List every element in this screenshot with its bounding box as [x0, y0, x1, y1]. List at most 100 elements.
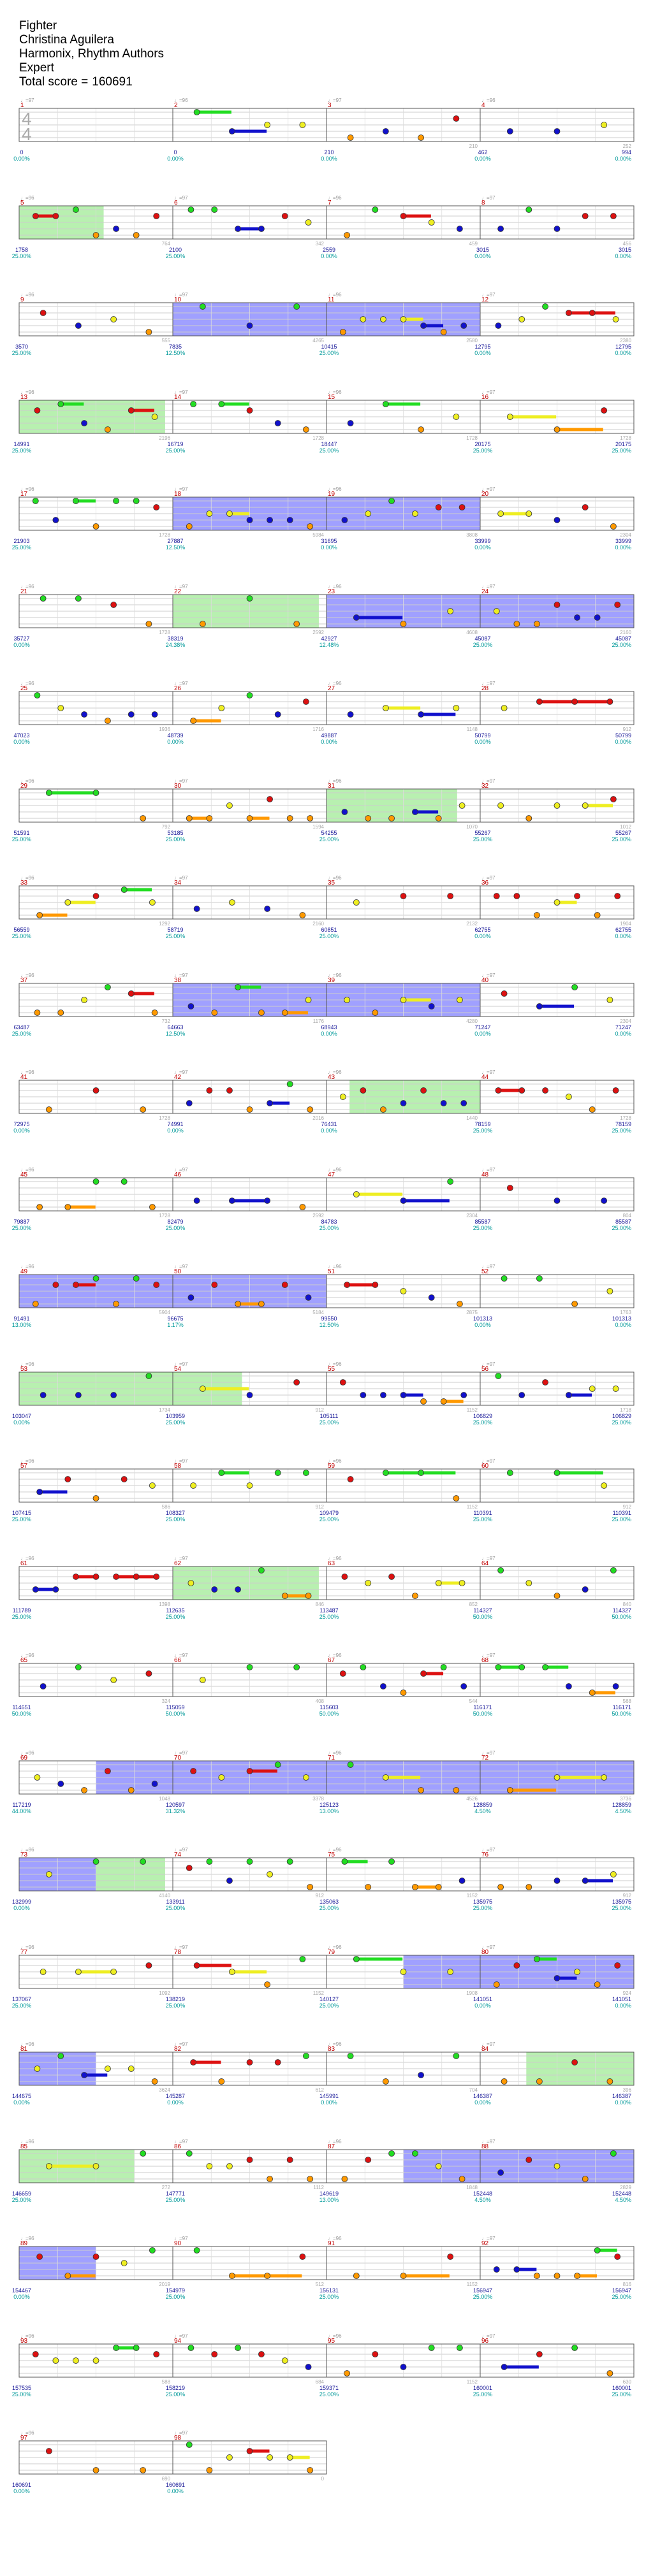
sustain-tail — [539, 700, 575, 704]
note-gem — [412, 1592, 418, 1599]
measure-score: 149619 — [319, 2190, 339, 2197]
tempo-marker: ♩=96 — [20, 584, 34, 590]
note-gem — [506, 1184, 513, 1191]
artist-name: Christina Aguilera — [19, 33, 114, 47]
note-gem — [281, 2357, 288, 2364]
sustain-tail — [403, 317, 423, 321]
note-gem — [571, 1301, 578, 1307]
system-end-percent: 25.00% — [612, 642, 631, 648]
system-end-score: 12795 — [615, 344, 631, 350]
measure-gain: 912 — [623, 727, 632, 732]
note-gem — [36, 1203, 43, 1210]
staff-border — [18, 400, 635, 433]
note-gem — [128, 407, 135, 414]
note-gem — [365, 1579, 372, 1586]
staff-border — [18, 2051, 635, 2086]
measure-score: 462 — [478, 149, 487, 156]
system-end-percent: 0.00% — [615, 2002, 631, 2009]
measure-number: 45 — [20, 1171, 28, 1178]
sustain-tail — [229, 512, 249, 516]
measure-number: 56 — [481, 1366, 489, 1373]
sustain-tail — [202, 1387, 249, 1390]
measure-score: 101313 — [473, 1315, 492, 1322]
note-gem — [153, 1573, 160, 1580]
measure-number: 70 — [174, 1755, 182, 1762]
note-gem — [606, 996, 613, 1003]
note-gem — [267, 2175, 273, 2182]
measure-percent: 0.00% — [167, 156, 184, 162]
measure-number: 54 — [174, 1366, 182, 1373]
measure-score: 14991 — [13, 441, 29, 447]
sustain-tail — [249, 816, 270, 820]
note-gem — [435, 1579, 442, 1586]
measure-gain: 1728 — [159, 1115, 170, 1121]
measure-score: 110391 — [473, 1510, 492, 1516]
note-gem — [582, 1878, 589, 1884]
measure-gain: 764 — [162, 241, 171, 247]
note-gem — [133, 1275, 140, 1282]
note-gem — [133, 1573, 140, 1580]
measure-number: 38 — [174, 977, 182, 984]
note-gem — [388, 2150, 395, 2157]
chart-authors: Harmonix, Rhythm Authors — [19, 47, 165, 61]
measure-gain: 1048 — [159, 1796, 170, 1802]
note-gem — [92, 2467, 99, 2473]
note-gem — [428, 219, 435, 226]
system-end-score: 20175 — [615, 441, 631, 447]
note-gem — [281, 212, 288, 219]
note-gem — [360, 1391, 367, 1398]
tempo-marker: ♩=97 — [174, 2041, 188, 2047]
measure-gain: 840 — [623, 1602, 632, 1607]
note-gem — [513, 893, 520, 899]
tempo-marker: ♩=97 — [174, 681, 188, 686]
total-score-label: Total score = — [19, 75, 89, 89]
time-signature-bottom: 4 — [22, 124, 32, 144]
note-gem — [554, 2273, 561, 2279]
sustain-tail — [385, 706, 421, 710]
measure-score: 114651 — [12, 1704, 31, 1711]
sustain-tail — [116, 1575, 136, 1578]
sustain-tail — [356, 1192, 403, 1196]
staff-svg: 69♩=96104811721944.00%70♩=97337812059731… — [12, 1750, 635, 1814]
tempo-marker: ♩=97 — [481, 584, 495, 590]
sustain-tail — [356, 1957, 403, 1960]
note-gem — [140, 2150, 147, 2157]
measure-score: 160691 — [12, 2482, 31, 2488]
note-gem — [258, 225, 265, 232]
measure-score: 2559 — [323, 247, 335, 253]
note-gem — [36, 2254, 43, 2260]
note-gem — [534, 2273, 540, 2279]
measure-gain: 555 — [162, 338, 171, 344]
measure-number: 32 — [481, 783, 489, 790]
staff-svg: 33♩=9612925655925.00%34♩=9721605871925.0… — [12, 875, 635, 939]
sustain-tail — [131, 409, 154, 412]
note-gem — [57, 400, 64, 407]
note-gem — [199, 620, 206, 627]
measure-score: 154467 — [12, 2287, 31, 2294]
measure-score: 82479 — [167, 1219, 183, 1225]
note-gem — [274, 711, 281, 718]
sustain-tail — [231, 2274, 267, 2278]
note-gem — [582, 802, 589, 809]
tempo-marker: ♩=96 — [328, 1458, 342, 1464]
note-gem — [341, 1858, 348, 1865]
measure-number: 27 — [328, 685, 335, 692]
system-end-score: 71247 — [615, 1024, 631, 1031]
staff-border — [18, 1080, 635, 1114]
tempo-marker: ♩=97 — [481, 292, 495, 298]
measure-gain: 2580 — [466, 338, 478, 344]
tempo-marker: ♩=96 — [328, 486, 342, 492]
note-gem — [246, 1767, 253, 1774]
measure-percent: 25.00% — [166, 1516, 186, 1523]
measure-gain: 252 — [623, 143, 632, 149]
measure-gain: 684 — [316, 2379, 325, 2385]
measure-percent: 25.00% — [12, 933, 32, 939]
measure-percent: 25.00% — [473, 1516, 493, 1523]
staff-border — [18, 691, 635, 725]
staff-svg: 37♩=967326348725.00%38♩=9711766466312.50… — [12, 973, 635, 1037]
